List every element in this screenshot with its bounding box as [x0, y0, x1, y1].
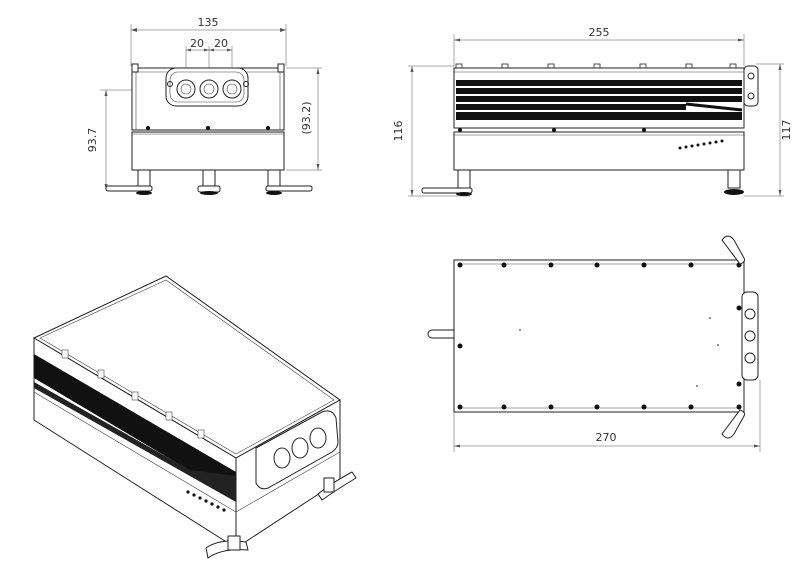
dim-side-height-right: 117 — [780, 120, 793, 141]
top-view: 270 — [427, 235, 761, 452]
cooling-fins — [456, 80, 743, 120]
isometric-view — [32, 275, 357, 559]
dim-front-height-left: 93.7 — [86, 128, 99, 153]
dim-front-width: 135 — [198, 16, 219, 29]
port-connectors — [176, 79, 242, 99]
dim-side-height-left: 116 — [392, 121, 405, 142]
front-view: 135 20 20 93.7 (93.2) — [86, 16, 322, 195]
dim-side-length: 255 — [589, 26, 610, 39]
dim-port-spacing-right: 20 — [214, 37, 228, 50]
side-view: 255 116 117 — [392, 26, 793, 197]
dim-port-spacing-left: 20 — [190, 37, 204, 50]
dim-front-height-right: (93.2) — [300, 101, 313, 134]
dim-top-length: 270 — [596, 431, 617, 444]
indicator-leds — [678, 139, 724, 150]
